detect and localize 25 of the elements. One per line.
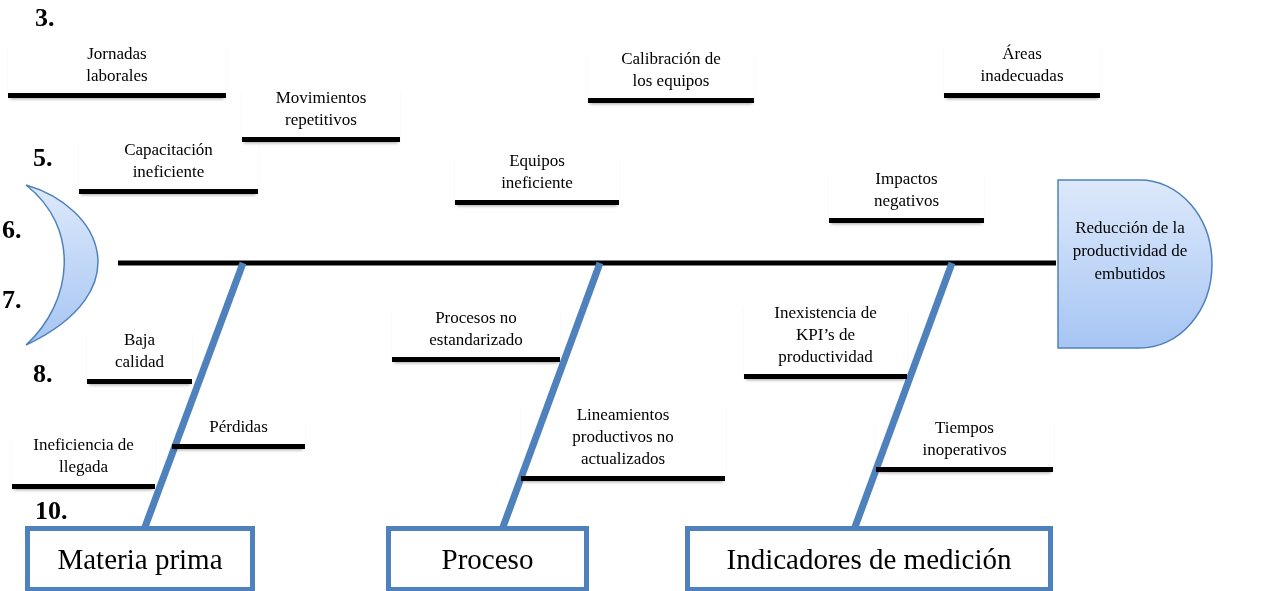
category-box: Materia prima [25, 526, 255, 591]
category-box: Proceso [386, 526, 589, 591]
category-box: Indicadores de medición [685, 526, 1053, 591]
list-number: 10. [35, 497, 68, 525]
cause-label: Impactos negativos [829, 168, 984, 223]
cause-label: Baja calidad [87, 329, 192, 384]
cause-label: Inexistencia de KPI’s de productividad [744, 302, 907, 379]
list-number: 6. [2, 216, 22, 244]
cause-label: Jornadas laborales [8, 43, 226, 98]
effect-label: Reducción de la productividad de embutidos [1071, 217, 1189, 285]
cause-label: Ineficiencia de llegada [12, 434, 155, 489]
cause-label: Tiempos inoperativos [876, 417, 1053, 472]
cause-label: Calibración de los equipos [588, 48, 754, 103]
spine-line [118, 260, 1056, 266]
list-number: 5. [33, 144, 53, 172]
cause-label: Movimientos repetitivos [242, 87, 400, 142]
cause-label: Capacitación ineficiente [79, 139, 258, 194]
cause-label: Pérdidas [172, 416, 305, 449]
list-number: 7. [2, 286, 22, 314]
cause-label: Áreas inadecuadas [944, 43, 1100, 98]
list-number: 3. [35, 4, 55, 32]
cause-label: Lineamientos productivos no actualizados [521, 404, 725, 481]
cause-label: Procesos no estandarizado [392, 307, 560, 362]
cause-label: Equipos ineficiente [455, 150, 619, 205]
list-number: 8. [33, 360, 53, 388]
